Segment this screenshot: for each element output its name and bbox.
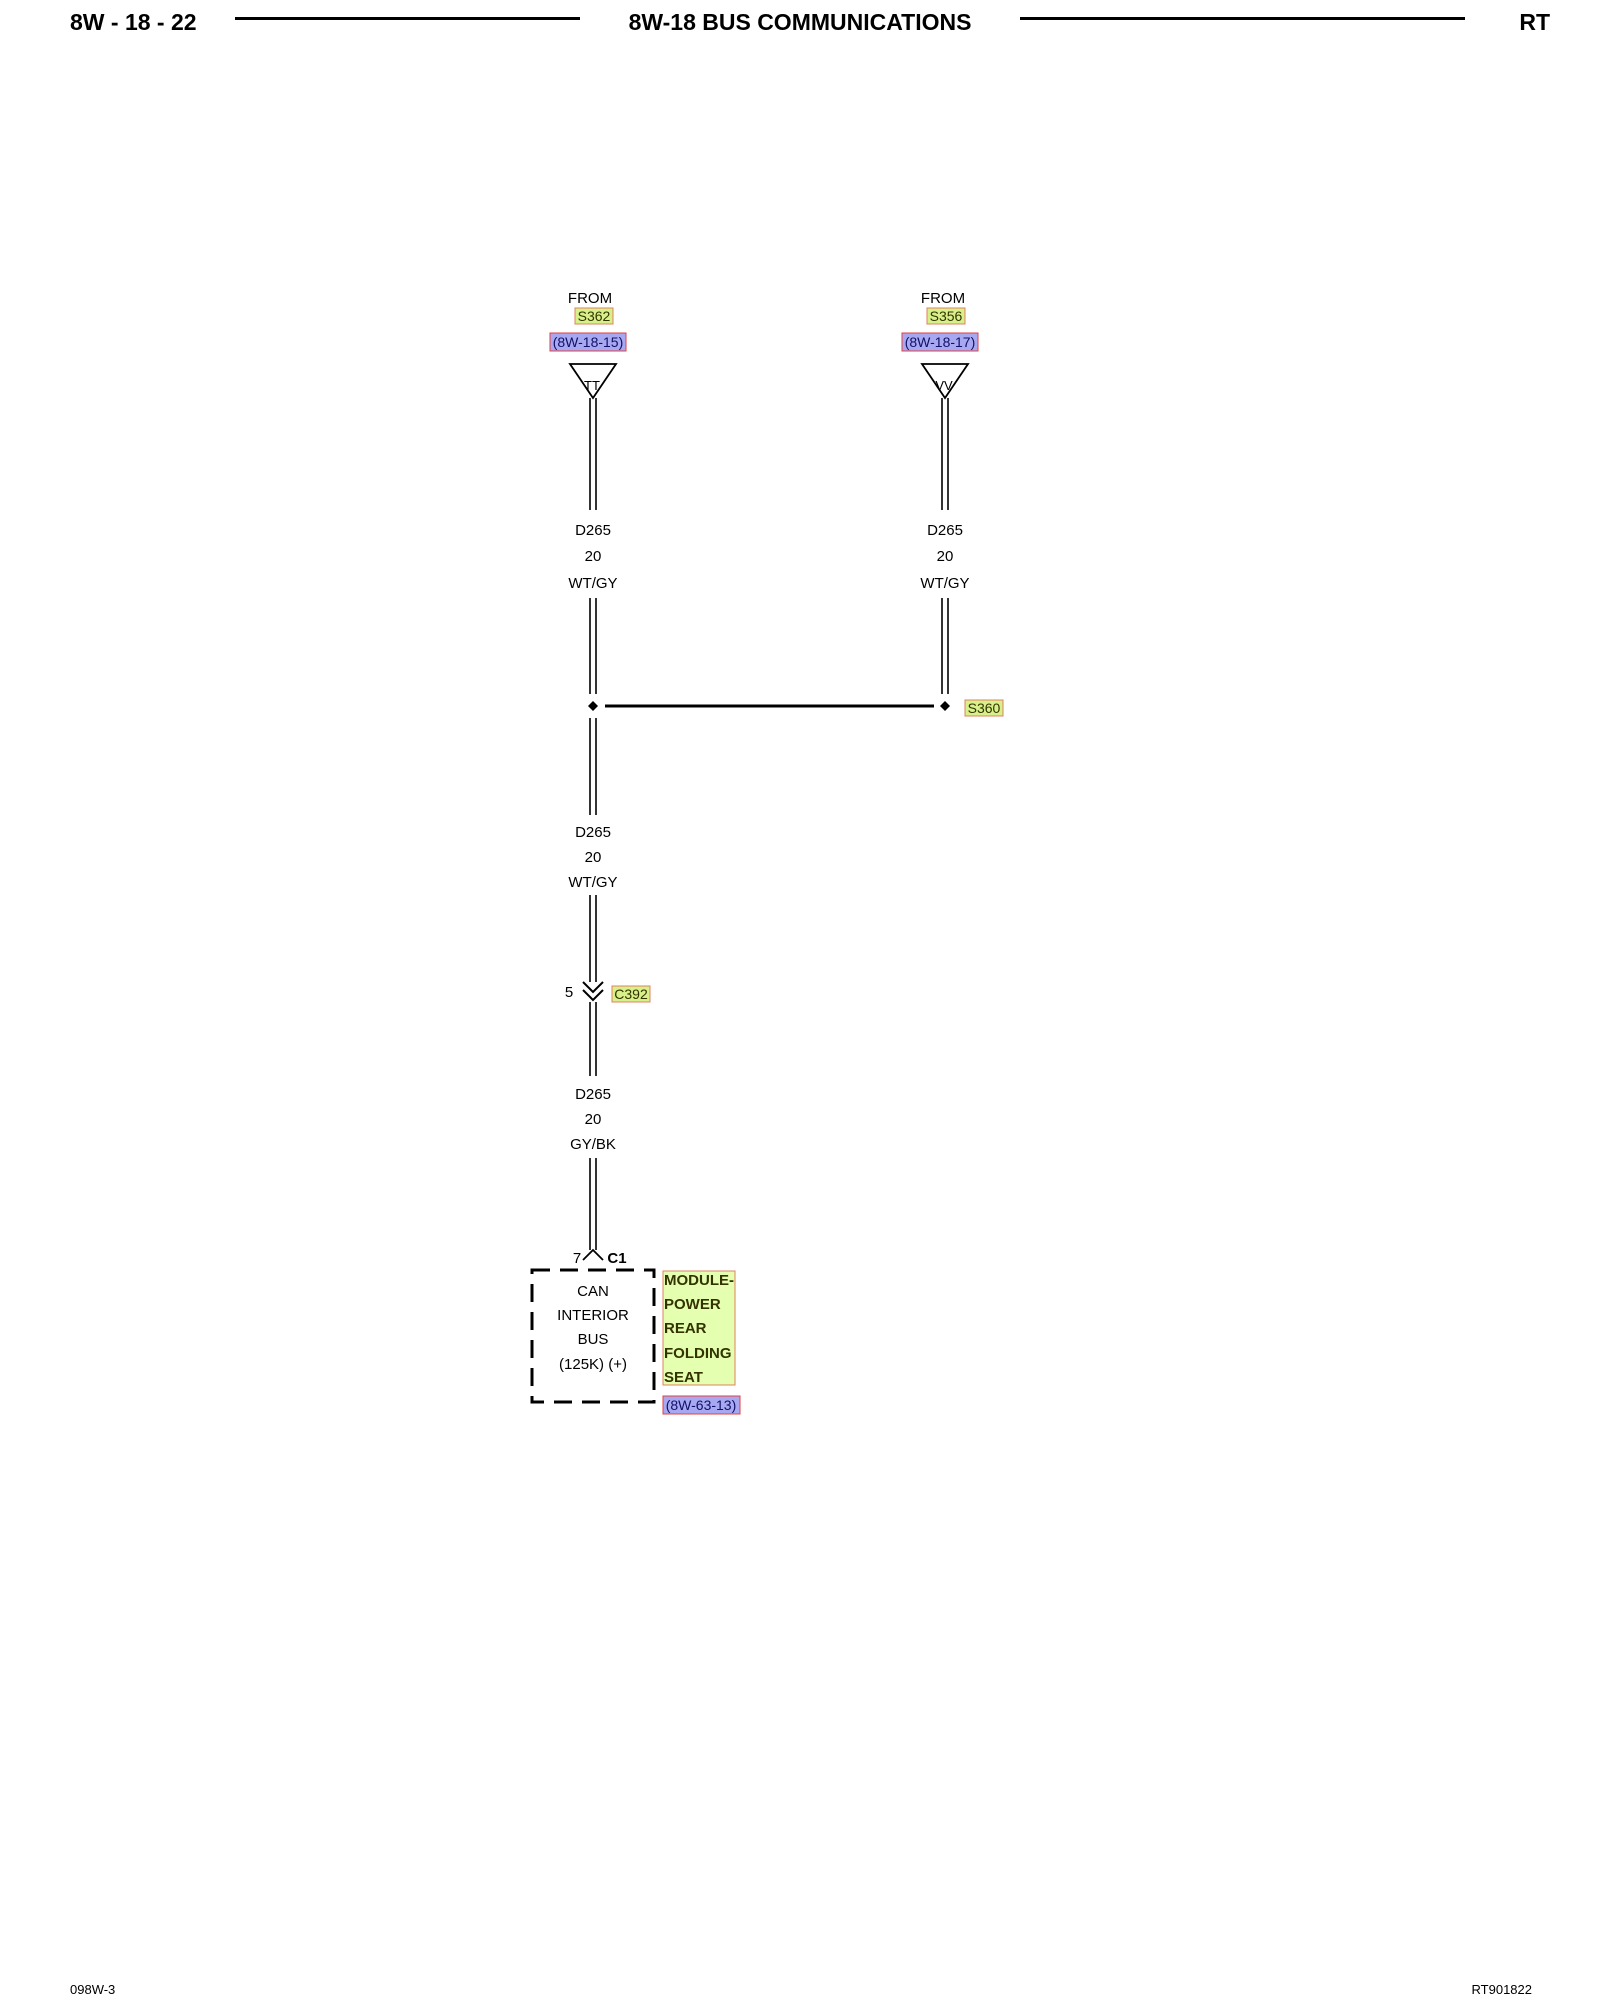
left-from-label: FROM [568, 290, 612, 307]
component-name-line-5: SEAT [664, 1369, 703, 1386]
left-top-wire-circuit: D265 [575, 522, 611, 539]
left-upper-wire-segment [589, 598, 597, 694]
bottom-wire-color: GY/BK [570, 1136, 616, 1153]
left-source-symbol: TT [584, 378, 600, 393]
right-source-triangle [920, 363, 970, 400]
left-splice-dot [588, 701, 598, 711]
splice-s360-link[interactable]: S360 [968, 700, 1001, 716]
left-source-triangle [568, 363, 618, 400]
component-name-line-2: POWER [664, 1296, 721, 1313]
right-top-wire [941, 398, 949, 510]
component-name-line-4: FOLDING [664, 1345, 732, 1362]
module-connector-pin: 7 [573, 1250, 581, 1267]
right-splice-highlight [926, 307, 966, 325]
right-top-wire-gauge: 20 [937, 548, 954, 565]
connector-c392-symbol [582, 981, 604, 1002]
module-connector-name: C1 [607, 1250, 626, 1267]
connector-output-wire [589, 1002, 597, 1076]
left-splice-link[interactable]: S362 [578, 308, 611, 324]
left-top-wire-color: WT/GY [568, 575, 617, 592]
module-box-line-1: CAN [577, 1283, 609, 1300]
right-top-wire-color: WT/GY [920, 575, 969, 592]
middle-wire-segment [589, 718, 597, 815]
connector-c392-link[interactable]: C392 [614, 986, 648, 1002]
module-input-wire [589, 1158, 597, 1250]
module-connector-c1-symbol [582, 1248, 604, 1261]
splice-s360-highlight [964, 699, 1004, 717]
left-splice-highlight [574, 307, 614, 325]
component-page-ref-link[interactable]: (8W-63-13) [666, 1397, 737, 1413]
left-page-ref-link[interactable]: (8W-18-15) [553, 334, 624, 350]
header-rule-left [235, 17, 580, 20]
right-from-label: FROM [921, 290, 965, 307]
component-name-highlight[interactable] [662, 1270, 736, 1386]
bottom-wire-gauge: 20 [585, 1111, 602, 1128]
connector-input-wire [589, 895, 597, 982]
footer-figure-id: RT901822 [1471, 1982, 1532, 1997]
right-top-wire-circuit: D265 [927, 522, 963, 539]
page-number: 8W - 18 - 22 [70, 9, 197, 35]
right-upper-wire-segment [941, 598, 949, 694]
right-page-ref-link[interactable]: (8W-18-17) [905, 334, 976, 350]
connector-c392-highlight [611, 985, 651, 1003]
left-top-wire-gauge: 20 [585, 548, 602, 565]
right-page-ref-highlight [901, 332, 979, 352]
footer-doc-code: 098W-3 [70, 1982, 116, 1997]
component-name-line-3: REAR [664, 1320, 707, 1337]
middle-wire-gauge: 20 [585, 849, 602, 866]
page-title: 8W-18 BUS COMMUNICATIONS [628, 9, 972, 35]
middle-wire-color: WT/GY [568, 874, 617, 891]
module-dashed-box [530, 1268, 656, 1404]
component-name-line-1: MODULE- [664, 1272, 734, 1289]
left-top-wire [589, 398, 597, 510]
right-splice-dot [940, 701, 950, 711]
right-source-symbol: VV [935, 378, 953, 393]
module-box-line-4: (125K) (+) [559, 1356, 627, 1373]
connector-c392-pin: 5 [565, 984, 573, 1001]
model-code: RT [1519, 9, 1550, 35]
bottom-wire-circuit: D265 [575, 1086, 611, 1103]
middle-wire-circuit: D265 [575, 824, 611, 841]
module-box-line-2: INTERIOR [557, 1307, 629, 1324]
left-page-ref-highlight [549, 332, 627, 352]
module-box-line-3: BUS [578, 1331, 609, 1348]
component-page-ref-highlight [662, 1395, 741, 1415]
right-splice-link[interactable]: S356 [930, 308, 963, 324]
header-rule-right [1020, 17, 1465, 20]
